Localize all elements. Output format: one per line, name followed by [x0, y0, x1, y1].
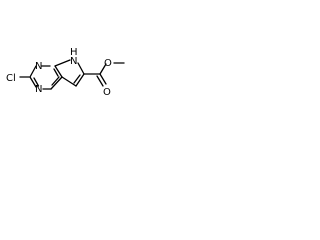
atom-label-o-ester: O: [104, 58, 112, 69]
bond-c2-n3-a: [29, 76, 37, 88]
bond-c2-n3-b: [33, 77, 40, 87]
structure-canvas: Cl N N H N O O: [0, 0, 152, 152]
bond-c4a-c7a: [54, 65, 63, 78]
atom-labels: Cl N N H N O O: [6, 47, 112, 98]
atom-label-cl: Cl: [6, 73, 16, 84]
atom-label-n-bottom: N: [35, 84, 42, 95]
bonds: [19, 59, 125, 90]
bond-c7a-inner: [53, 68, 59, 77]
atom-label-o-carbonyl: O: [103, 87, 111, 98]
molecule-diagram: Cl N N H N O O: [6, 47, 125, 98]
bond-c-o-double-b: [96, 75, 104, 87]
bond-c5-c4a: [61, 76, 77, 87]
bond-c6-c5-a: [75, 73, 85, 87]
bond-c2-n1: [29, 65, 37, 78]
bond-c-o-double-a: [99, 73, 107, 85]
atom-label-n-top: N: [35, 61, 42, 72]
bond-n7-c6: [77, 62, 85, 75]
bond-c7a-n7: [54, 59, 71, 67]
atom-label-n-pyrrole: N: [70, 56, 77, 67]
bond-c-o-ester: [99, 63, 107, 75]
bond-c4-c4a-b: [51, 76, 60, 86]
bond-c4-c4a-a: [50, 76, 63, 90]
atom-label-h-pyrrole: H: [70, 47, 78, 58]
bond-c6-c5-b: [73, 74, 81, 84]
